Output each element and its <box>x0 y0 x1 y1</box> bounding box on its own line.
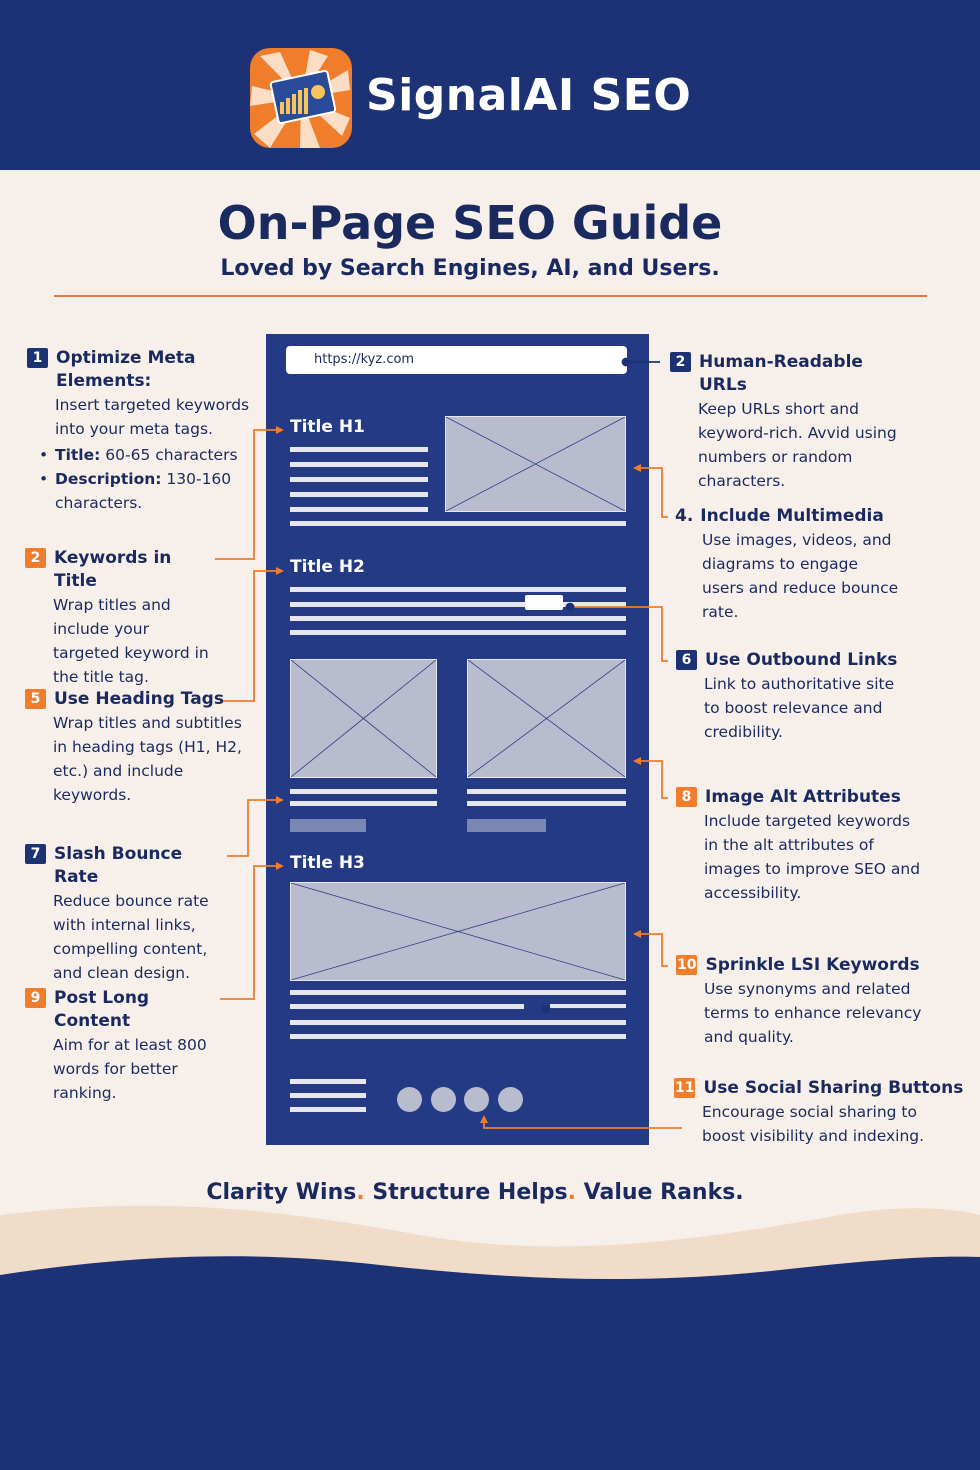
tip-title: Keywords in Title <box>54 548 172 591</box>
divider <box>54 295 927 297</box>
text-line <box>290 447 428 452</box>
tip-title: Use Outbound Links <box>705 650 898 670</box>
text-line <box>290 1020 626 1025</box>
tip-body: Wrap titles and subtitles in heading tag… <box>53 714 242 804</box>
tip-number-badge: 7 <box>25 844 46 864</box>
tip-body: Insert targeted keywords into your meta … <box>55 396 250 438</box>
image-placeholder <box>290 882 626 981</box>
tagline-part: Structure Helps <box>372 1180 568 1205</box>
tip-body: Link to authoritative site to boost rele… <box>704 675 895 741</box>
tip-title: Use Heading Tags <box>54 689 224 709</box>
tip-body: Use images, videos, and diagrams to enga… <box>702 531 899 621</box>
tip-body: Use synonyms and related terms to enhanc… <box>704 980 922 1046</box>
tip-lsi-keywords: 10 Sprinkle LSI Keywords Use synonyms and… <box>676 954 926 1049</box>
tip-number-badge: 6 <box>676 650 697 670</box>
tip-multimedia: 4. Include Multimedia Use images, videos,… <box>674 505 904 624</box>
text-line <box>290 616 626 621</box>
bullet-item: Title: 60-65 characters <box>27 443 262 467</box>
text-line <box>290 789 437 794</box>
footer-menu-line <box>290 1107 366 1112</box>
tagline-separator: . <box>567 1180 576 1205</box>
image-placeholder <box>467 659 626 778</box>
tip-title: Post Long Content <box>54 988 150 1031</box>
text-line <box>290 1034 626 1039</box>
heading-h3: Title H3 <box>290 853 365 873</box>
url-text: https://kyz.com <box>314 352 415 367</box>
text-line <box>290 1004 524 1009</box>
page-title: On-Page SEO Guide <box>217 196 723 250</box>
heading-h2: Title H2 <box>290 557 365 577</box>
page-subtitle: Loved by Search Engines, AI, and Users. <box>220 256 720 281</box>
button-placeholder <box>290 819 366 832</box>
text-line <box>290 521 626 526</box>
tip-body: Encourage social sharing to boost visibi… <box>702 1103 925 1145</box>
tagline-separator: . <box>356 1180 365 1205</box>
tip-bullet-list: Title: 60-65 characters Description: 130… <box>27 443 262 515</box>
social-share-icon <box>397 1087 422 1112</box>
tip-keywords-in-title: 2 Keywords in Title Wrap titles and inclu… <box>25 547 220 689</box>
tip-title: Image Alt Attributes <box>705 787 901 807</box>
tip-long-content: 9 Post Long Content Aim for at least 800 … <box>25 987 220 1105</box>
tip-body: Keep URLs short and keyword-rich. Avvid … <box>698 400 897 490</box>
social-share-icon <box>431 1087 456 1112</box>
image-placeholder <box>290 659 437 778</box>
outbound-link-highlight <box>525 595 563 610</box>
tip-heading-tags: 5 Use Heading Tags Wrap titles and subtit… <box>25 688 255 807</box>
tip-image-alt: 8 Image Alt Attributes Include targeted k… <box>676 786 926 905</box>
footer-menu-line <box>290 1093 366 1098</box>
tip-body: Aim for at least 800 words for better ra… <box>53 1036 207 1102</box>
tip-title: Include Multimedia <box>700 506 884 526</box>
text-line <box>467 801 626 806</box>
tip-body: Reduce bounce rate with internal links, … <box>53 892 209 982</box>
tip-number-badge: 2 <box>670 352 691 372</box>
tip-title: Sprinkle LSI Keywords <box>705 955 920 975</box>
tip-number-badge: 1 <box>27 348 48 368</box>
tip-title: Optimize Meta Elements: <box>56 348 196 391</box>
tip-number-badge: 5 <box>25 689 46 709</box>
tip-number-badge: 9 <box>25 988 46 1008</box>
tip-body: Wrap titles and include your targeted ke… <box>53 596 209 686</box>
tip-number-badge: 4. <box>675 506 694 526</box>
tip-slash-bounce-rate: 7 Slash Bounce Rate Reduce bounce rate wi… <box>25 843 225 985</box>
tip-readable-urls: 2 Human-Readable URLs Keep URLs short and… <box>670 351 910 493</box>
tip-title: Use Social Sharing Buttons <box>703 1078 964 1098</box>
tagline-part: Value Ranks. <box>583 1180 744 1205</box>
text-line <box>290 801 437 806</box>
tip-body: Include targeted keywords in the alt att… <box>704 812 921 902</box>
text-line <box>550 1004 626 1009</box>
image-placeholder <box>445 416 626 512</box>
text-line <box>290 477 428 482</box>
tip-number-badge: 8 <box>676 787 697 807</box>
url-bar: https://kyz.com <box>286 346 627 374</box>
footer-menu-line <box>290 1079 366 1084</box>
tagline-part: Clarity Wins <box>206 1180 357 1205</box>
tip-title: Slash Bounce Rate <box>54 844 183 887</box>
text-line <box>290 602 626 607</box>
text-line <box>290 990 626 995</box>
tip-social-sharing: 11 Use Social Sharing Buttons Encourage s… <box>674 1077 964 1148</box>
button-placeholder <box>467 819 546 832</box>
text-line <box>290 587 626 592</box>
webpage-mockup: https://kyz.com Title H1 Title H2 Title … <box>266 334 649 1145</box>
footer-wave <box>0 1205 980 1470</box>
tip-number-badge: 2 <box>25 548 46 568</box>
brand-name: SignalAI SEO <box>366 70 692 121</box>
text-line <box>290 630 626 635</box>
text-line <box>290 462 428 467</box>
header-band: SignalAI SEO <box>0 0 980 170</box>
tip-number-badge: 11 <box>674 1078 696 1098</box>
tip-optimize-meta: 1 Optimize Meta Elements: Insert targeted… <box>27 347 262 515</box>
tip-title: Human-Readable URLs <box>699 352 863 395</box>
text-line <box>290 507 428 512</box>
social-share-icon <box>464 1087 489 1112</box>
bullet-item: Description: 130-160 characters. <box>27 467 262 515</box>
social-share-icon <box>498 1087 523 1112</box>
tip-outbound-links: 6 Use Outbound Links Link to authoritativ… <box>676 649 906 744</box>
text-line <box>467 789 626 794</box>
footer-tagline: Clarity Wins. Structure Helps. Value Ran… <box>0 1180 950 1205</box>
text-line <box>290 492 428 497</box>
tip-number-badge: 10 <box>676 955 698 975</box>
megaphone-sunburst-icon <box>250 48 352 148</box>
heading-h1: Title H1 <box>290 417 365 437</box>
